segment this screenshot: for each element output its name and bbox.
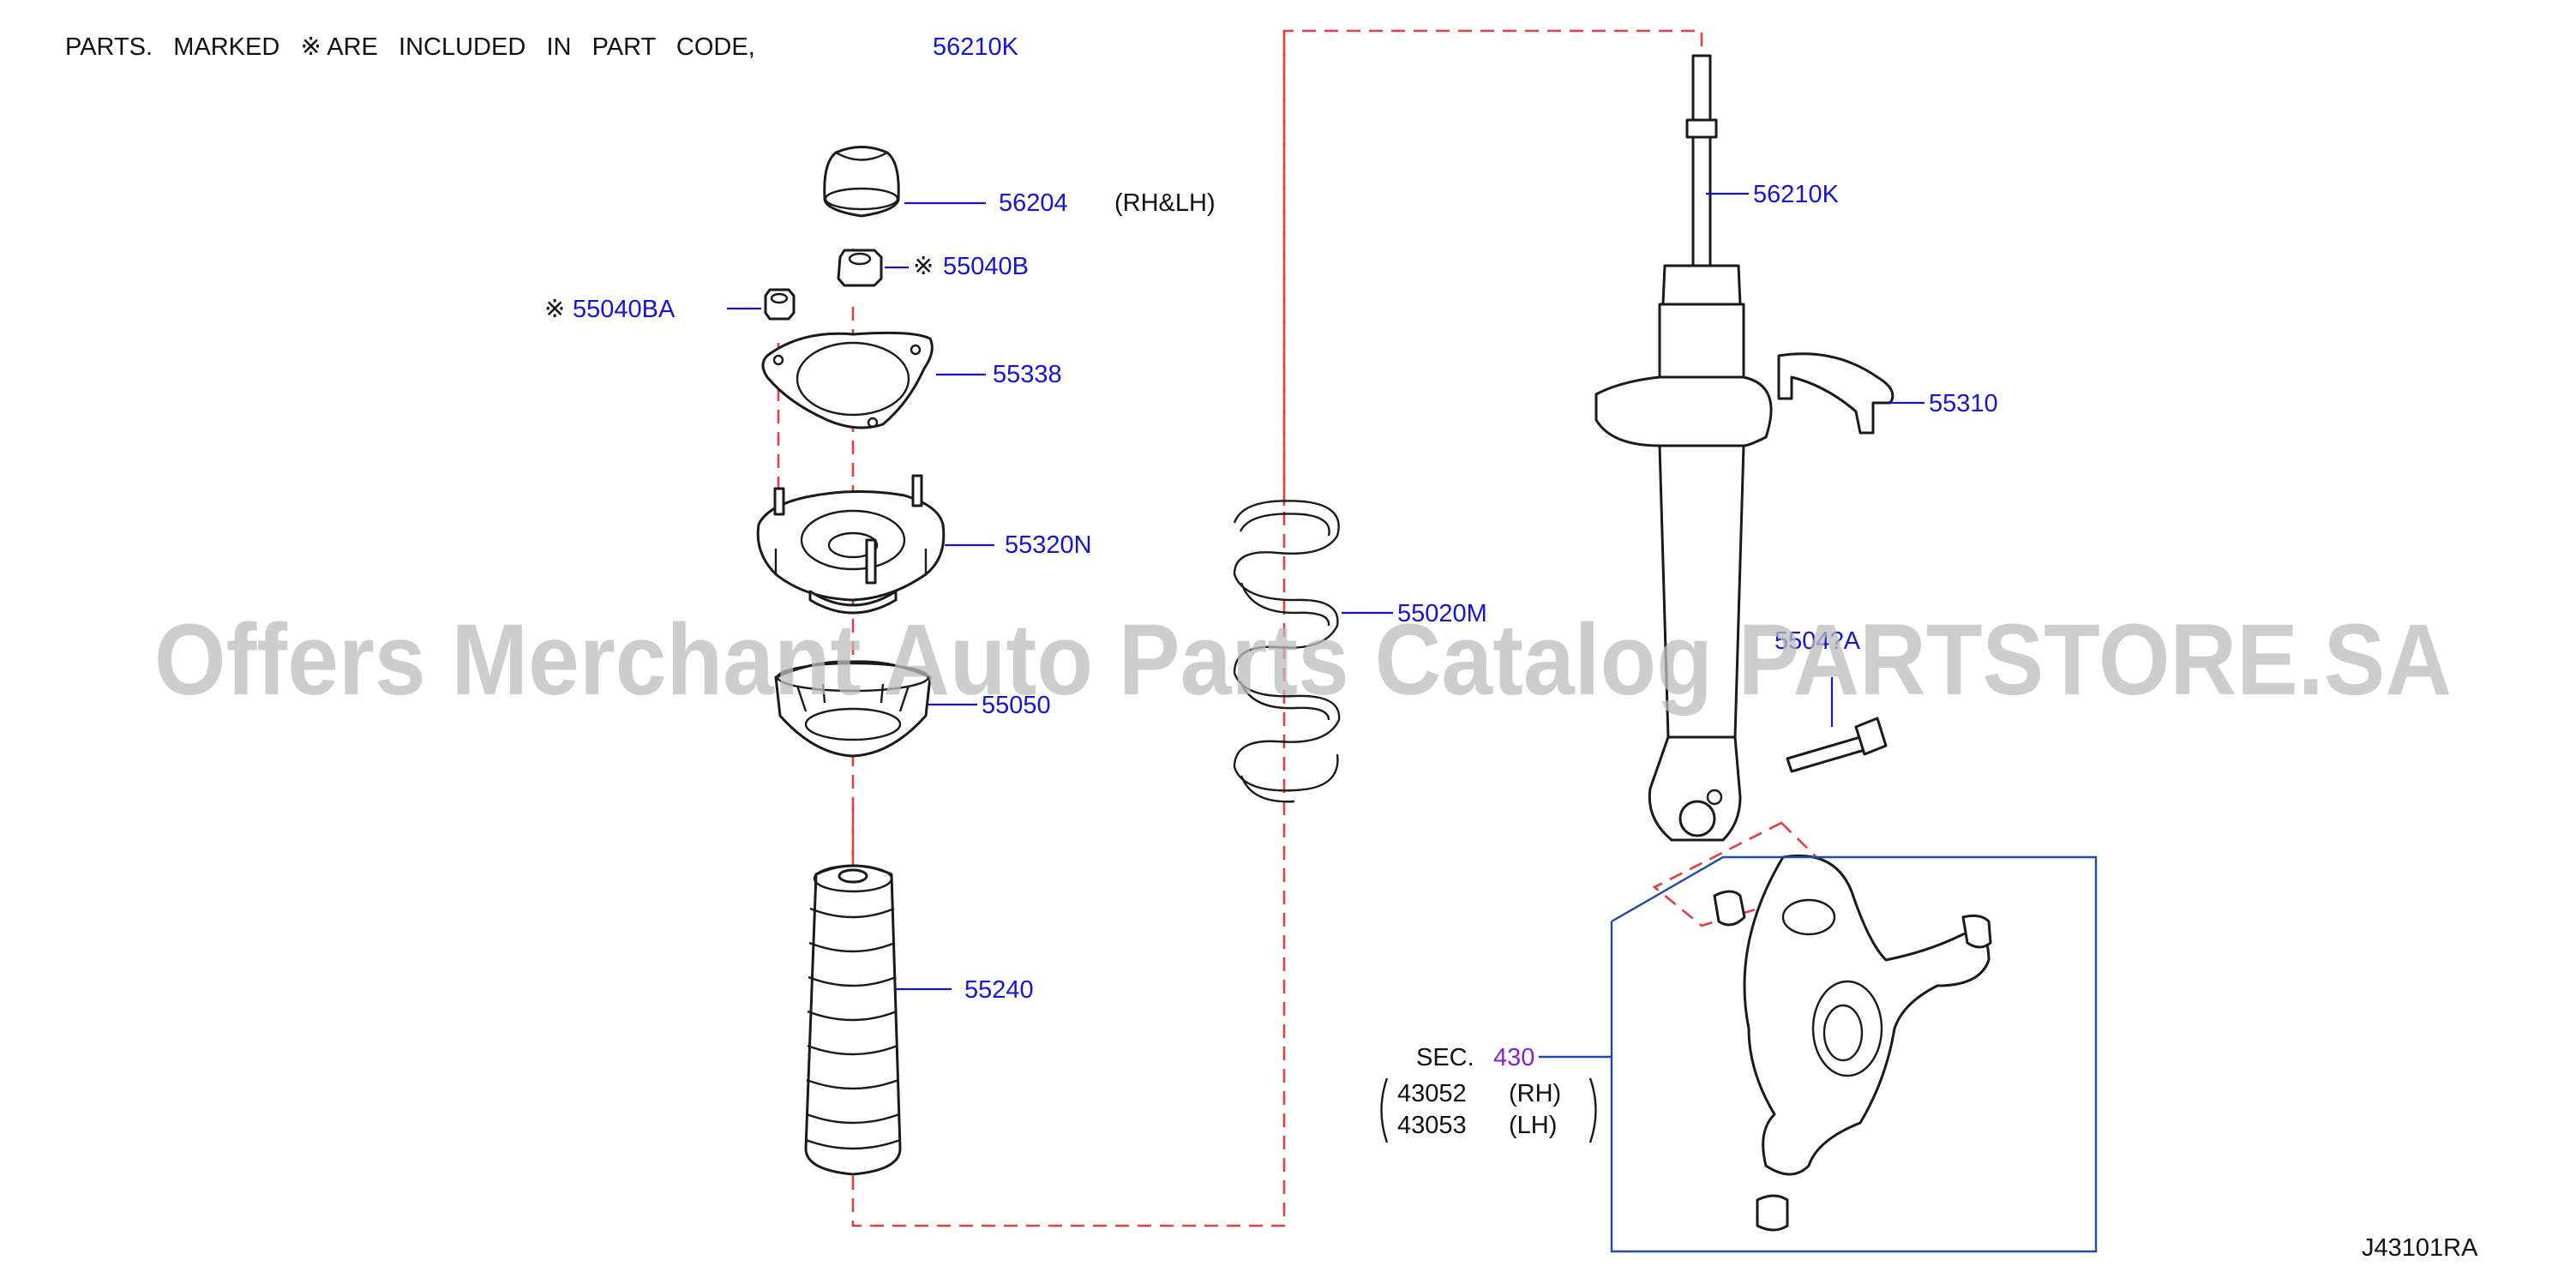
bump-stop-cap-56204[interactable]: [823, 146, 900, 218]
callout-55338[interactable]: 55338: [993, 361, 1062, 388]
callout-56210k[interactable]: 56210K: [1753, 181, 1840, 208]
nut-55040b[interactable]: [837, 249, 883, 287]
callout-55020m[interactable]: 55020M: [1397, 600, 1487, 627]
callout-56204-side: (RH&LH): [1114, 189, 1216, 217]
section-row-2-code[interactable]: 43053: [1397, 1112, 1467, 1139]
spring-seat-55050[interactable]: [774, 660, 932, 758]
callout-55040ba[interactable]: 55040BA: [573, 296, 676, 323]
callout-55050[interactable]: 55050: [982, 692, 1051, 719]
steering-knuckle[interactable]: [1713, 854, 1992, 1232]
section-row-1-code[interactable]: 43052: [1397, 1080, 1467, 1107]
callout-56204[interactable]: 56204: [999, 189, 1068, 217]
bracket-55310[interactable]: [1777, 352, 1894, 435]
callout-55040b[interactable]: 55040B: [943, 253, 1029, 280]
section-right-paren: [1588, 1077, 1597, 1143]
header-part-code[interactable]: 56210K: [933, 33, 1019, 61]
section-left-paren: [1380, 1077, 1389, 1143]
dust-boot-55240[interactable]: [804, 864, 902, 1176]
mount-gasket-55338[interactable]: [761, 331, 934, 429]
header-note: PARTS. MARKED ※ ARE INCLUDED IN PART COD…: [65, 33, 755, 61]
nut-55040ba[interactable]: [764, 288, 796, 321]
section-label: SEC.: [1416, 1044, 1474, 1071]
callout-55040ba-mark: ※: [544, 296, 565, 323]
strut-bolt[interactable]: [1786, 717, 1888, 773]
strut-assembly-56210k[interactable]: [1594, 54, 1773, 842]
callout-55310[interactable]: 55310: [1929, 390, 1998, 417]
section-row-2-side: (LH): [1509, 1112, 1557, 1139]
callout-55040b-mark: ※: [913, 253, 934, 280]
coil-spring-55020m[interactable]: [1233, 500, 1341, 803]
section-number[interactable]: 430: [1493, 1044, 1534, 1071]
strut-mount-55320n[interactable]: [756, 474, 946, 615]
callout-5504xa[interactable]: 5504?A: [1774, 627, 1861, 655]
section-row-1-side: (RH): [1509, 1080, 1561, 1107]
diagram-id: J43101RA: [2362, 1234, 2478, 1262]
callout-55240[interactable]: 55240: [964, 976, 1034, 1004]
watermark: Offers Merchant Auto Parts Catalog PARTS…: [154, 603, 2452, 717]
callout-55320n[interactable]: 55320N: [1005, 531, 1092, 559]
section-bracket-lines: [1539, 855, 2098, 1253]
